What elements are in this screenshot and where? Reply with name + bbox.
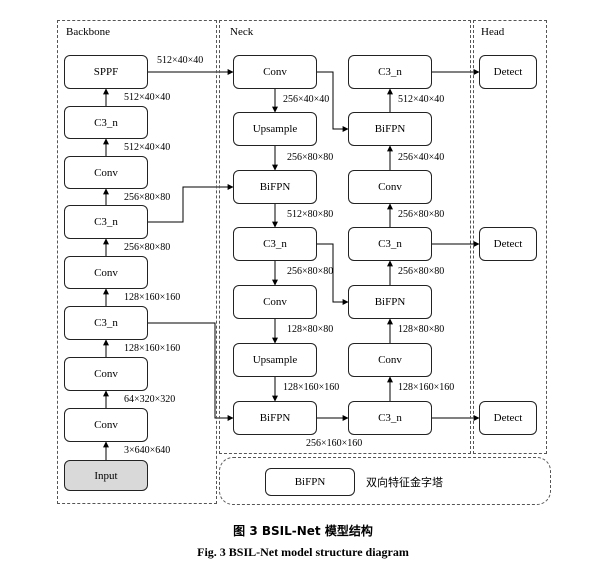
neck-bifpn-right-2: BiFPN [348,285,432,319]
backbone-conv-1: Conv [64,156,148,189]
neck-upsample-2: Upsample [233,343,317,377]
neck-c3-bottom-right: C3_n [348,401,432,435]
backbone-c3-top: C3_n [64,106,148,139]
legend-description: 双向特征金字塔 [366,476,443,489]
neck-conv-top: Conv [233,55,317,89]
backbone-title: Backbone [66,26,110,38]
dim-c3low-conv2: 128×160×160 [124,292,181,303]
arrow-c3low-bifpn2 [148,322,234,421]
caption-english: Fig. 3 BSIL-Net model structure diagram [197,545,409,559]
backbone-region [57,20,217,504]
neck-bifpn-top-right: BiFPN [348,112,432,146]
dim-conv4-conv3: 64×320×320 [124,394,176,405]
dim-neck-right-bifpnmid: 128×80×80 [398,324,445,335]
neck-conv-right-1: Conv [348,170,432,204]
arrow-c3mid-bifpn1 [148,184,234,223]
dim-neck-up1-bifpn1: 256×80×80 [287,152,334,163]
backbone-c3-mid: C3_n [64,205,148,239]
neck-bifpn-1: BiFPN [233,170,317,204]
dim-neck-conv-up1: 256×40×40 [283,94,330,105]
dim-neck-right-conv1: 256×80×80 [398,209,445,220]
arrow-conv-bifpntop [317,71,349,132]
neck-upsample-1: Upsample [233,112,317,146]
dim-neck-c3-conv2: 256×80×80 [287,266,334,277]
neck-c3-top-right: C3_n [348,55,432,89]
neck-conv-2: Conv [233,285,317,319]
head-title: Head [481,26,505,38]
dim-neck-right-c3mid: 256×80×80 [398,266,445,277]
legend-region [219,457,551,505]
backbone-conv-4: Conv [64,408,148,442]
caption-chinese: 图 3 BSIL-Net 模型结构 [233,524,373,538]
dim-neck-right-bifpntop: 256×40×40 [398,152,445,163]
neck-title: Neck [230,26,254,38]
dim-neck-conv2-up2: 128×80×80 [287,324,334,335]
detect-1: Detect [479,55,537,89]
dim-neck-bifpn1-c3: 512×80×80 [287,209,334,220]
dim-neck-right-conv3: 128×160×160 [398,382,455,393]
dim-c3top-sppf: 512×40×40 [124,92,171,103]
legend-bifpn-block: BiFPN [265,468,355,496]
neck-region [219,20,471,454]
backbone-conv-3: Conv [64,357,148,391]
head-region [473,20,547,454]
backbone-conv-2: Conv [64,256,148,289]
detect-2: Detect [479,227,537,261]
dim-neck-up2-bifpn2: 128×160×160 [283,382,340,393]
dim-neck-bifpn2-c3r: 256×160×160 [306,438,363,449]
input-block: Input [64,460,148,491]
dim-sppf-out: 512×40×40 [157,55,204,66]
detect-3: Detect [479,401,537,435]
dim-c3mid-conv1: 256×80×80 [124,192,171,203]
backbone-c3-low: C3_n [64,306,148,340]
neck-c3-1: C3_n [233,227,317,261]
dim-conv3-c3low: 128×160×160 [124,343,181,354]
dim-input-conv4: 3×640×640 [124,445,171,456]
dim-neck-right-c3top: 512×40×40 [398,94,445,105]
arrow-c3-bifpnmid [317,243,349,305]
dim-conv2-c3mid: 256×80×80 [124,242,171,253]
dim-conv1-c3top: 512×40×40 [124,142,171,153]
sppf-block: SPPF [64,55,148,89]
neck-conv-right-3: Conv [348,343,432,377]
neck-bifpn-2: BiFPN [233,401,317,435]
neck-c3-right-2: C3_n [348,227,432,261]
